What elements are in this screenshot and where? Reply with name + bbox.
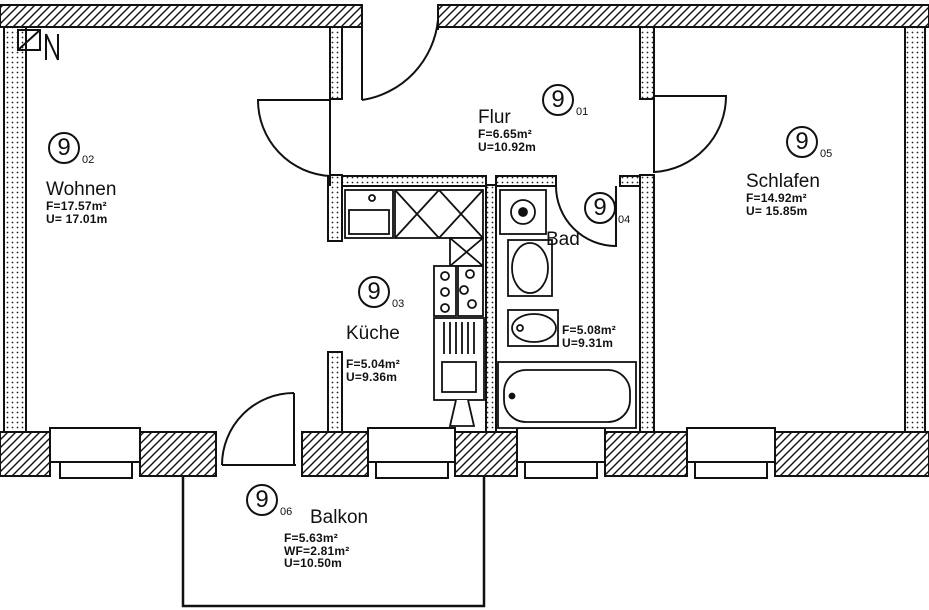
room-perimeter: U= 15.85m	[746, 203, 808, 218]
room-name-balkon-wrap: Balkon	[310, 508, 368, 528]
room-perimeter: U=10.50m	[284, 556, 342, 571]
balcony-outline	[181, 476, 486, 608]
room-number-kueche: 9 03	[358, 276, 405, 310]
room-name: Wohnen	[46, 179, 117, 200]
entrance-door	[361, 5, 439, 101]
room-number-circle: 9	[584, 192, 616, 224]
room-label-balkon: F=5.63m² WF=2.81m² U=10.50m	[284, 532, 350, 570]
room-number-suffix: 01	[576, 106, 589, 118]
room-perimeter: U=9.31m	[562, 335, 614, 350]
room-number-circle: 9	[786, 126, 818, 158]
room-name: Schlafen	[746, 171, 820, 192]
balcony-door	[221, 392, 296, 466]
room-number-circle: 9	[542, 84, 574, 116]
room-label-wohnen: Wohnen F=17.57m² U= 17.01m	[46, 180, 116, 225]
bathroom-fixtures	[497, 189, 637, 429]
room-label-kueche: Küche F=5.04m² U=9.36m	[346, 324, 400, 383]
room-name: Küche	[346, 323, 400, 344]
room-area: F=5.08m²	[562, 323, 616, 337]
room-number-flur: 9 01	[542, 84, 589, 118]
room-number-circle: 9	[358, 276, 390, 308]
room-perimeter: U=10.92m	[478, 139, 536, 154]
room-number-suffix: 02	[82, 154, 95, 166]
room-name: Flur	[478, 107, 511, 128]
room-label-bad: Bad	[546, 230, 580, 250]
room-number-circle: 9	[246, 484, 278, 516]
chimney-box	[17, 29, 59, 61]
room-number-balkon: 9 06	[246, 484, 293, 518]
room-number-suffix: 06	[280, 506, 293, 518]
kitchen-fixtures	[344, 189, 485, 427]
bathroom-door	[555, 185, 617, 248]
room-number-suffix: 05	[820, 148, 833, 160]
room-area: F=14.92m²	[746, 190, 807, 205]
room-living-area: WF=2.81m²	[284, 543, 350, 558]
room-number-circle: 9	[48, 132, 80, 164]
room-name: Balkon	[310, 507, 369, 528]
room-number-schlafen: 9 05	[786, 126, 833, 160]
room-stats-bad: F=5.08m² U=9.31m	[562, 324, 616, 349]
room-perimeter: U=9.36m	[346, 369, 398, 384]
room-area: F=5.63m²	[284, 531, 338, 545]
room-perimeter: U= 17.01m	[46, 211, 108, 226]
side-walls	[3, 26, 926, 433]
room-number-bad: 9 04	[584, 192, 631, 226]
room-area: F=6.65m²	[478, 126, 532, 141]
room-area: F=17.57m²	[46, 198, 107, 213]
room-area: F=5.04m²	[346, 356, 400, 371]
room-number-wohnen: 9 02	[48, 132, 95, 166]
room-number-suffix: 03	[392, 298, 405, 310]
room-name: Bad	[546, 229, 580, 250]
room-label-schlafen: Schlafen F=14.92m² U= 15.85m	[746, 172, 820, 217]
windows	[49, 427, 776, 479]
room-number-suffix: 04	[618, 214, 631, 226]
room-label-flur: Flur F=6.65m² U=10.92m	[478, 108, 536, 153]
hallway-door-swings	[256, 95, 728, 186]
